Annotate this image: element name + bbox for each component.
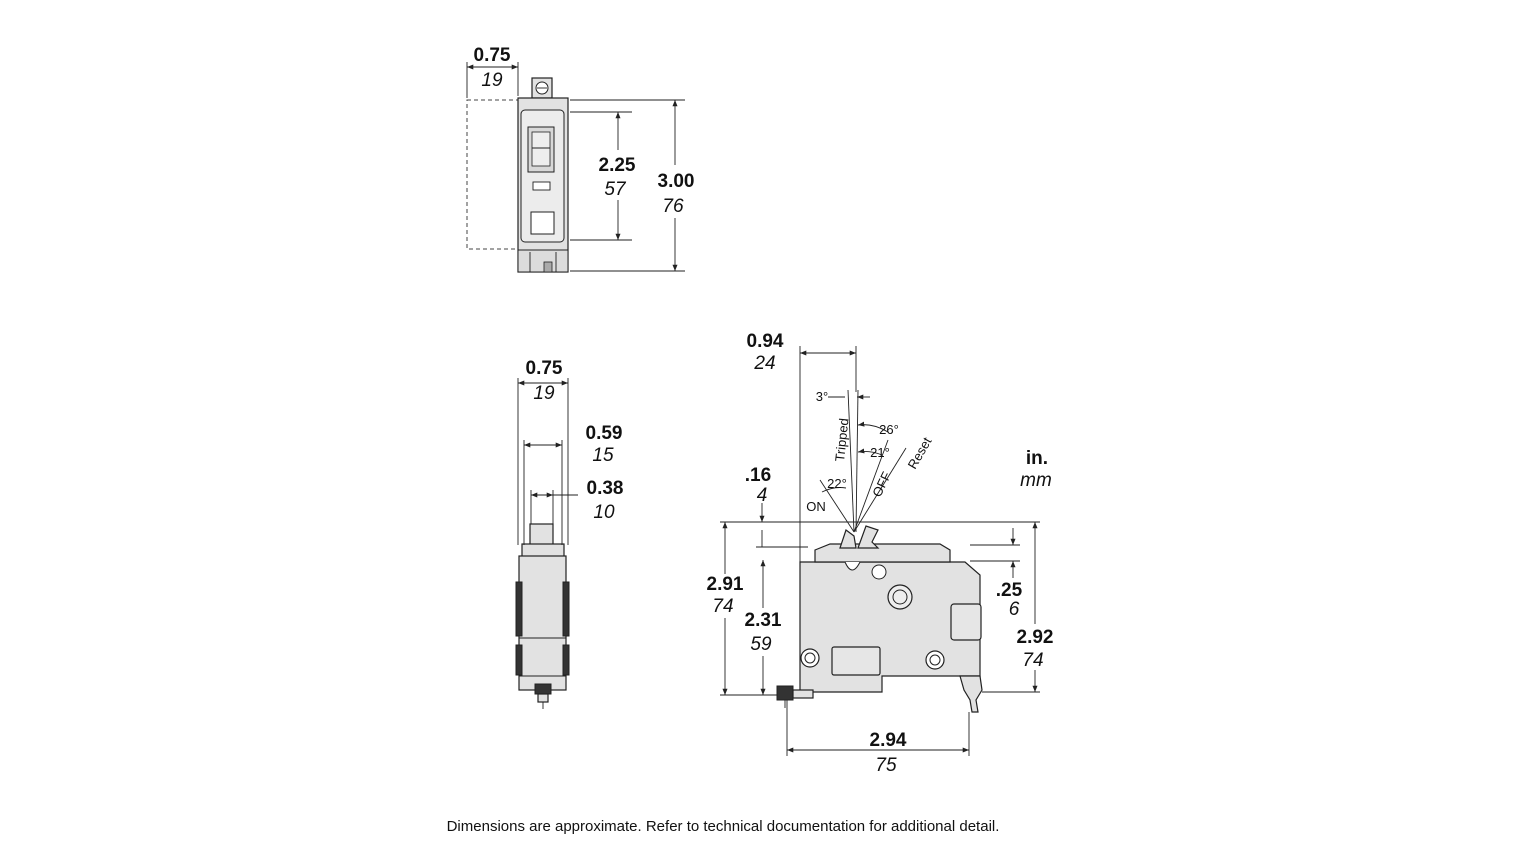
body-height-mm: 59 <box>750 634 772 655</box>
side-terminal <box>776 685 794 701</box>
end-width-mm: 19 <box>533 383 555 404</box>
label-tripped: Tripped <box>832 417 851 462</box>
end-mid-mm: 15 <box>592 445 614 466</box>
angle-26: 26° <box>879 422 899 437</box>
footnote: Dimensions are approximate. Refer to tec… <box>446 818 1000 835</box>
body-height-in: 2.31 <box>745 610 782 631</box>
handle-rise-in: .16 <box>745 465 771 486</box>
units-in: in. <box>1026 448 1048 469</box>
side-rivet-icon <box>887 584 913 610</box>
end-width-in: 0.75 <box>526 358 563 379</box>
total-height-mm: 74 <box>712 596 733 617</box>
handle-lever <box>839 529 857 549</box>
front-height-mm: 76 <box>662 196 684 217</box>
side-mounting-clip <box>959 675 983 713</box>
end-body <box>518 555 567 691</box>
total-height-in: 2.91 <box>707 574 744 595</box>
front-view: 0.75 19 2.25 57 3.00 76 <box>466 45 695 273</box>
front-inner-height-in: 2.25 <box>599 155 636 176</box>
handle-offset-mm: 24 <box>753 353 775 374</box>
front-height-in: 3.00 <box>658 171 695 192</box>
end-handle-in: 0.38 <box>587 478 624 499</box>
top-step-mm: 6 <box>1009 599 1020 620</box>
right-height-mm: 74 <box>1022 650 1043 671</box>
right-height-in: 2.92 <box>1017 627 1054 648</box>
handle-offset-in: 0.94 <box>747 331 784 352</box>
adjacent-pole-outline <box>466 99 519 250</box>
label-on: ON <box>806 499 826 514</box>
angle-21: 21° <box>870 445 890 460</box>
front-inner-height-mm: 57 <box>604 179 627 200</box>
front-label-window <box>530 211 555 235</box>
side-view: 0.94 24 .16 4 2.91 74 2.31 59 .25 6 2.92… <box>707 331 1054 776</box>
end-mid-in: 0.59 <box>586 423 623 444</box>
angle-3: 3° <box>816 389 828 404</box>
front-width-mm: 19 <box>481 70 503 91</box>
handle-rise-mm: 4 <box>757 485 768 506</box>
angle-22: 22° <box>827 476 847 491</box>
front-indicator-window <box>532 181 551 191</box>
length-in: 2.94 <box>870 730 907 751</box>
units-mm: mm <box>1020 470 1052 491</box>
front-width-in: 0.75 <box>474 45 511 66</box>
side-top-plate <box>814 543 951 563</box>
end-handle-mm: 10 <box>593 502 615 523</box>
end-view: 0.75 19 0.59 15 0.38 10 <box>515 358 624 709</box>
label-reset: Reset <box>905 434 935 471</box>
top-step-in: .25 <box>996 580 1023 601</box>
end-handle <box>529 523 554 547</box>
length-mm: 75 <box>875 755 897 776</box>
